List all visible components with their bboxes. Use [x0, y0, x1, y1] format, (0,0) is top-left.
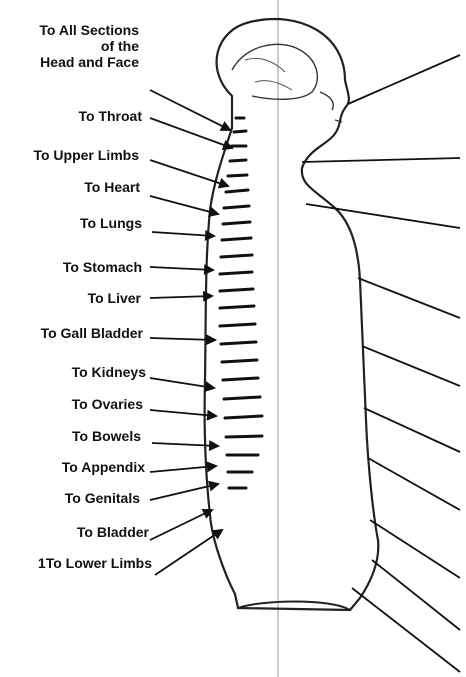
pointer-line-right	[368, 458, 460, 510]
label-bladder: To Bladder	[77, 524, 149, 540]
label-line: To Gall Bladder	[41, 325, 143, 341]
label-upper-limbs: To Upper Limbs	[33, 147, 139, 163]
pointer-line-right	[302, 158, 460, 162]
label-genitals: To Genitals	[65, 490, 140, 506]
label-line: To Genitals	[65, 490, 140, 506]
label-line: To All Sections	[39, 22, 139, 38]
label-line: To Stomach	[63, 259, 142, 275]
spinal-column	[220, 118, 262, 488]
label-lower-limbs: 1To Lower Limbs	[38, 555, 152, 571]
label-line: To Kidneys	[72, 364, 146, 380]
brain-sketch	[232, 44, 317, 99]
arrowhead-head	[221, 123, 230, 130]
pointer-line-right	[362, 346, 460, 386]
arrowhead-gall-bladder	[207, 336, 215, 344]
arrow-bladder	[150, 510, 212, 540]
pointer-line-right	[348, 55, 460, 104]
head-torso-silhouette	[205, 19, 379, 610]
arrowhead-upper-limbs	[219, 180, 228, 188]
label-line: To Heart	[84, 179, 140, 195]
arrow-bowels	[152, 443, 218, 446]
arrow-lower-limbs	[155, 530, 222, 575]
pointer-line-right	[358, 278, 460, 318]
arrowhead-stomach	[205, 266, 213, 274]
pointer-line-right	[352, 588, 460, 672]
label-line: 1To Lower Limbs	[38, 555, 152, 571]
arrowhead-kidneys	[205, 383, 214, 391]
label-stomach: To Stomach	[63, 259, 142, 275]
label-line: To Bowels	[72, 428, 141, 444]
arrow-lungs	[152, 232, 214, 236]
arrow-stomach	[150, 267, 213, 270]
arrow-heart	[150, 196, 218, 214]
label-heart: To Heart	[84, 179, 140, 195]
label-kidneys: To Kidneys	[72, 364, 146, 380]
arrowhead-genitals	[209, 482, 218, 490]
arrow-head	[150, 90, 230, 130]
label-line: Head and Face	[39, 54, 139, 70]
arrow-upper-limbs	[150, 160, 228, 186]
arrowhead-liver	[204, 292, 212, 300]
label-line: To Liver	[88, 290, 141, 306]
arrowhead-heart	[209, 208, 218, 216]
label-throat: To Throat	[78, 108, 142, 124]
label-bowels: To Bowels	[72, 428, 141, 444]
label-line: To Upper Limbs	[33, 147, 139, 163]
pointer-line-right	[364, 408, 460, 452]
label-line: To Bladder	[77, 524, 149, 540]
label-liver: To Liver	[88, 290, 141, 306]
label-line: To Appendix	[62, 459, 145, 475]
label-line: of the	[39, 38, 139, 54]
arrowhead-throat	[223, 141, 232, 149]
label-line: To Throat	[78, 108, 142, 124]
arrowhead-bowels	[210, 442, 218, 450]
arrow-throat	[150, 118, 232, 148]
label-line: To Ovaries	[72, 396, 143, 412]
arrowhead-lungs	[206, 231, 214, 239]
label-appendix: To Appendix	[62, 459, 145, 475]
pointer-line-right	[306, 204, 460, 228]
arrow-ovaries	[150, 410, 216, 416]
arrow-liver	[150, 296, 212, 298]
arrowhead-ovaries	[208, 411, 216, 419]
arrowhead-appendix	[208, 463, 216, 471]
label-ovaries: To Ovaries	[72, 396, 143, 412]
label-lungs: To Lungs	[80, 215, 142, 231]
label-gall-bladder: To Gall Bladder	[41, 325, 143, 341]
label-line: To Lungs	[80, 215, 142, 231]
